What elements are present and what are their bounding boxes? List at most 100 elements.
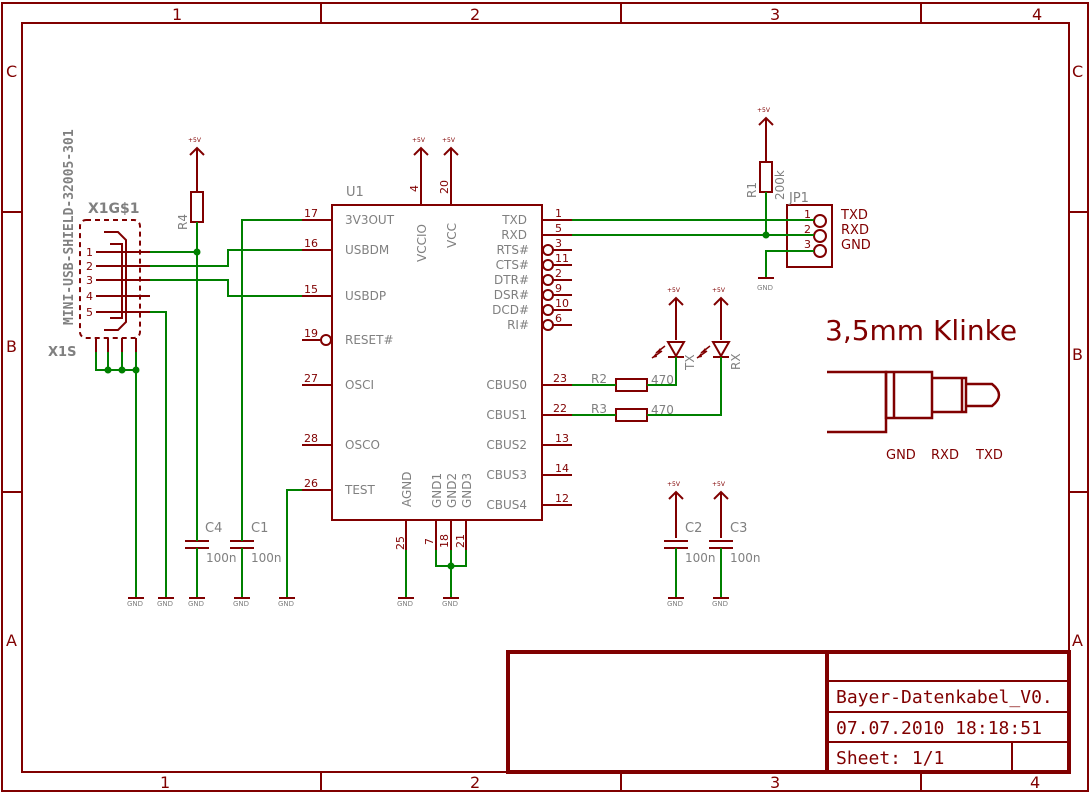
capacitor-value: 100n bbox=[206, 551, 237, 565]
ic-pin-name: VCC bbox=[445, 223, 459, 248]
resistor-value: 470 bbox=[651, 403, 674, 417]
ic-pin-number: 26 bbox=[304, 477, 318, 490]
title-block: Bayer-Datenkabel_V0. 07.07.2010 18:18:51… bbox=[506, 650, 1071, 774]
ic-pin-number: 19 bbox=[304, 327, 318, 340]
capacitor-c4: C4 100n bbox=[185, 521, 237, 565]
ic-pin-name: CTS# bbox=[496, 258, 529, 272]
ic-pin-number: 1 bbox=[555, 207, 562, 220]
ic-pin-number: 27 bbox=[304, 372, 318, 385]
ic-pin-name: DTR# bbox=[494, 273, 529, 287]
capacitor-value: 100n bbox=[730, 551, 761, 565]
usb-package-label: MINI-USB-SHIELD-32005-301 bbox=[62, 129, 77, 325]
ic-pin-name: CBUS1 bbox=[486, 408, 527, 422]
usb-pin-number: 1 bbox=[86, 246, 93, 259]
supply-label: +5V bbox=[712, 287, 726, 294]
capacitor-ref: C3 bbox=[730, 521, 747, 536]
title-block-name: Bayer-Datenkabel_V0. bbox=[836, 687, 1053, 708]
ground-label: GND bbox=[712, 600, 728, 608]
audio-jack: 3,5mm Klinke GND RXD TXD bbox=[825, 314, 1017, 463]
jumper-jp1: JP1 1 2 3 TXD RXD GND bbox=[786, 191, 871, 268]
ic-pin-name: RXD bbox=[501, 228, 527, 242]
led-rx: RX bbox=[696, 341, 743, 370]
capacitor-c3: C3 100n bbox=[709, 521, 761, 565]
row-label: C bbox=[1072, 62, 1083, 81]
usb-connector: MINI-USB-SHIELD-32005-301 X1G$1 X1S 1 2 … bbox=[48, 129, 150, 360]
ic-pin-name: DSR# bbox=[494, 288, 529, 302]
ic-pin-name: USBDP bbox=[345, 289, 386, 303]
capacitor-ref: C1 bbox=[251, 521, 268, 536]
ic-pin-number: 13 bbox=[555, 432, 569, 445]
ground-label: GND bbox=[233, 600, 249, 608]
ic-pin-number: 28 bbox=[304, 432, 318, 445]
jumper-ref: JP1 bbox=[788, 191, 809, 206]
supply-label: +5V bbox=[667, 481, 681, 488]
resistor-value: 200k bbox=[773, 170, 787, 200]
jack-contact-label: TXD bbox=[975, 448, 1003, 463]
supply-label: +5V bbox=[712, 481, 726, 488]
ic-u1: U1 4 20 VCCIO VCC 17 16 15 19 27 28 26 3… bbox=[302, 160, 572, 550]
title-block-datetime: 07.07.2010 18:18:51 bbox=[836, 718, 1042, 739]
ic-pin-number: 9 bbox=[555, 282, 562, 295]
jumper-pin-number: 1 bbox=[804, 208, 811, 221]
ic-pin-number: 16 bbox=[304, 237, 318, 250]
ic-pin-number: 22 bbox=[553, 402, 567, 415]
ic-pin-name: GND1 bbox=[430, 473, 444, 508]
ic-pin-name: USBDM bbox=[345, 243, 389, 257]
column-label: 1 bbox=[160, 773, 170, 792]
supply-label: +5V bbox=[442, 137, 456, 144]
row-label: C bbox=[6, 62, 17, 81]
supply-label: +5V bbox=[188, 137, 202, 144]
ic-pin-number: 21 bbox=[454, 534, 467, 548]
ground-label: GND bbox=[278, 600, 294, 608]
column-label: 2 bbox=[470, 773, 480, 792]
resistor-value: 470 bbox=[651, 373, 674, 387]
ic-pin-number: 23 bbox=[553, 372, 567, 385]
ground-symbols: GND GND GND GND GND GND GND GND GND GND bbox=[127, 277, 774, 608]
jumper-signal-label: TXD bbox=[840, 208, 868, 223]
ic-pin-number: 25 bbox=[394, 536, 407, 550]
ic-pin-number: 17 bbox=[304, 207, 318, 220]
resistor-ref: R1 bbox=[745, 182, 759, 198]
ic-pin-name: CBUS4 bbox=[486, 498, 527, 512]
usb-pin-number: 2 bbox=[86, 260, 93, 273]
ic-pin-number: 2 bbox=[555, 267, 562, 280]
ic-pin-name: RI# bbox=[507, 318, 529, 332]
capacitor-ref: C2 bbox=[685, 521, 702, 536]
ic-pin-name: VCCIO bbox=[415, 224, 429, 262]
column-label: 2 bbox=[470, 5, 480, 24]
capacitor-c1: C1 100n bbox=[230, 521, 282, 565]
ic-pin-name: GND2 bbox=[445, 473, 459, 508]
row-label: B bbox=[6, 337, 17, 356]
column-label: 1 bbox=[172, 5, 182, 24]
led-tx: TX bbox=[651, 341, 697, 371]
led-ref: TX bbox=[683, 354, 697, 371]
usb-pin-number: 4 bbox=[86, 290, 93, 303]
ic-pin-name: CBUS0 bbox=[486, 378, 527, 392]
ic-pin-name: RTS# bbox=[497, 243, 529, 257]
ic-pin-name: OSCO bbox=[345, 438, 380, 452]
row-label: A bbox=[6, 631, 17, 650]
ic-pin-number: 18 bbox=[438, 534, 451, 548]
ic-pin-name: DCD# bbox=[492, 303, 529, 317]
jack-contact-label: GND bbox=[886, 448, 916, 463]
title-block-sheet: Sheet: 1/1 bbox=[836, 748, 944, 769]
ground-label: GND bbox=[157, 600, 173, 608]
resistor-r1: R1 200k bbox=[745, 161, 787, 200]
ic-pin-number: 10 bbox=[555, 297, 569, 310]
ic-pin-number: 5 bbox=[555, 222, 562, 235]
capacitor-value: 100n bbox=[685, 551, 716, 565]
usb-part-name: X1G$1 bbox=[88, 201, 140, 217]
ic-pin-number: 7 bbox=[423, 538, 436, 545]
jumper-pin-number: 2 bbox=[804, 223, 811, 236]
column-label: 4 bbox=[1032, 5, 1042, 24]
ground-label: GND bbox=[127, 600, 143, 608]
usb-pin-number: 5 bbox=[86, 306, 93, 319]
ic-pin-number: 20 bbox=[438, 180, 451, 194]
column-label: 3 bbox=[770, 5, 780, 24]
ic-pin-name: RESET# bbox=[345, 333, 394, 347]
ic-pin-name: GND3 bbox=[460, 473, 474, 508]
ic-pin-number: 12 bbox=[555, 492, 569, 505]
ic-pin-number: 11 bbox=[555, 252, 569, 265]
ground-label: GND bbox=[442, 600, 458, 608]
usb-pin-number: 3 bbox=[86, 274, 93, 287]
